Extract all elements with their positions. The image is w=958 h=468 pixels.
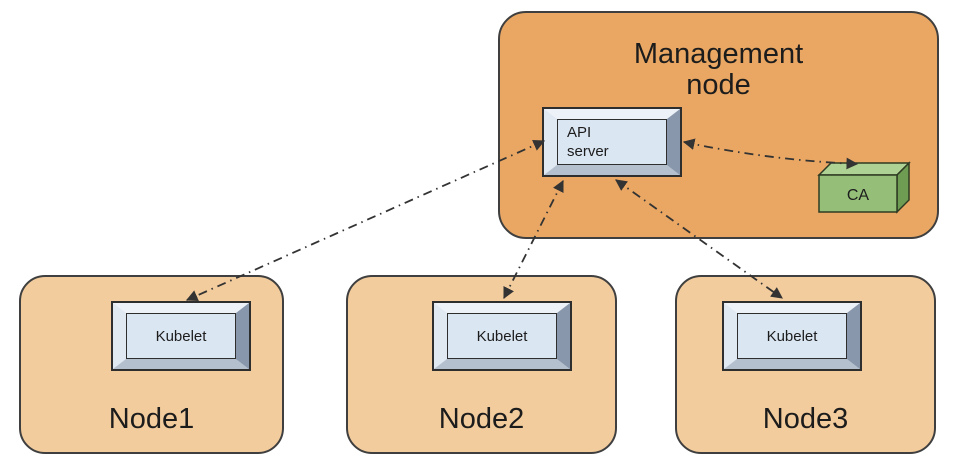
api-server-face: API server xyxy=(557,119,667,165)
kubelet2-face: Kubelet xyxy=(447,313,557,359)
kubelet3-box: Kubelet xyxy=(722,301,862,371)
kubelet1-label: Kubelet xyxy=(155,327,207,345)
kubelet2-box: Kubelet xyxy=(432,301,572,371)
kubelet3-label: Kubelet xyxy=(766,327,818,345)
kubelet2-bevel xyxy=(434,303,570,369)
kubelet1-bevel xyxy=(113,303,249,369)
management-node-title: Management node xyxy=(633,38,804,101)
kubelet3-face: Kubelet xyxy=(737,313,847,359)
api-server-bevel xyxy=(544,109,680,175)
node2-label: Node2 xyxy=(438,403,525,435)
kubelet2-label: Kubelet xyxy=(476,327,528,345)
api-server-label: API server xyxy=(567,124,609,160)
api-server-box: API server xyxy=(542,107,682,177)
node3-label: Node3 xyxy=(762,403,849,435)
kubelet1-face: Kubelet xyxy=(126,313,236,359)
node1-label: Node1 xyxy=(108,403,195,435)
kubelet1-box: Kubelet xyxy=(111,301,251,371)
kubelet3-bevel xyxy=(724,303,860,369)
